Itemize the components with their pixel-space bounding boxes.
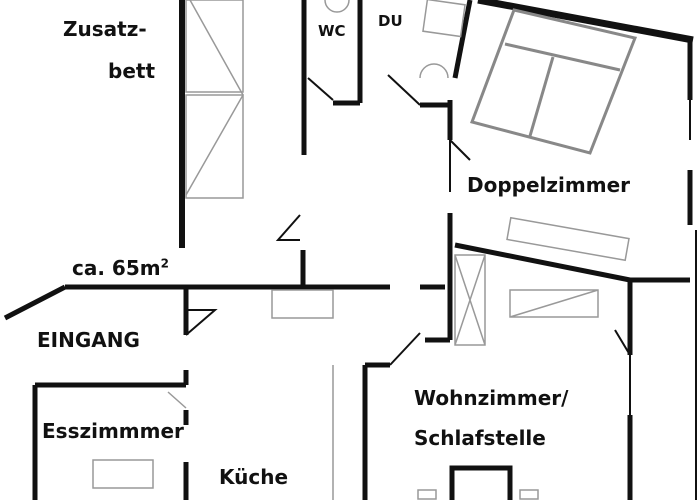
furniture <box>92 0 638 500</box>
shower <box>422 0 466 38</box>
zusatzbett-cabinet-bottom <box>185 94 244 199</box>
area-superscript: 2 <box>160 256 169 271</box>
room-label-wc: WC <box>318 22 346 40</box>
room-label-wohnzimmer-line2: Schlafstelle <box>414 426 546 450</box>
room-label-eingang: EINGANG <box>37 328 140 352</box>
room-label-doppelzimmer: Doppelzimmer <box>467 173 630 197</box>
double-bed <box>470 8 638 155</box>
walls <box>3 0 697 500</box>
room-label-du: DU <box>378 12 403 30</box>
room-label-zusatzbett-line2: bett <box>108 59 156 83</box>
doors <box>167 74 631 500</box>
room-label-kueche: Küche <box>219 465 289 489</box>
area-label: ca. 65m2 <box>72 256 169 280</box>
room-label-esszimmer: Esszimmmer <box>42 419 184 443</box>
zusatzbett-cabinet-top <box>185 0 244 93</box>
room-label-zusatzbett-line1: Zusatz- <box>63 17 147 41</box>
room-label-wohnzimmer-line1: Wohnzimmer/ <box>414 386 569 410</box>
area-value: ca. 65m <box>72 256 161 280</box>
